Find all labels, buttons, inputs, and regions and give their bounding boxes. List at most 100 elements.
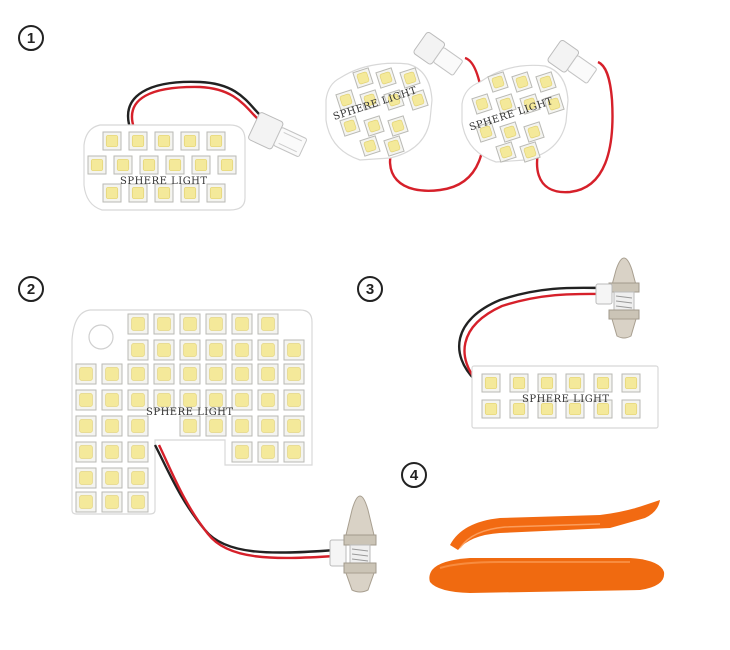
smd-led (383, 89, 405, 111)
item-number-1: 1 (18, 25, 44, 51)
smd-led (205, 389, 227, 411)
smd-led (257, 441, 279, 463)
smd-led (153, 313, 175, 335)
led-board-1b: SPHERE LIGHT (325, 62, 433, 161)
smd-led (75, 441, 97, 463)
smd-led (179, 339, 201, 361)
smd-led (257, 339, 279, 361)
smd-led (139, 155, 159, 175)
smd-led (335, 89, 357, 111)
smd-led (481, 373, 501, 393)
smd-led (101, 491, 123, 513)
smd-led (127, 467, 149, 489)
smd-led (399, 67, 421, 89)
smd-led (471, 93, 493, 115)
smd-led (352, 67, 374, 89)
smd-led (191, 155, 211, 175)
smd-led (153, 363, 175, 385)
smd-led (179, 389, 201, 411)
item-number-4: 4 (401, 462, 427, 488)
smd-led (537, 373, 557, 393)
smd-led (127, 491, 149, 513)
smd-led (101, 389, 123, 411)
smd-led (359, 135, 381, 157)
smd-led (257, 363, 279, 385)
smd-led (101, 415, 123, 437)
smd-led (283, 415, 305, 437)
smd-led (153, 339, 175, 361)
item-number-3: 3 (357, 276, 383, 302)
smd-led (283, 339, 305, 361)
smd-led (153, 389, 175, 411)
brand-label-1a: SPHERE LIGHT (120, 176, 208, 187)
smd-led (165, 155, 185, 175)
item-1-led-set: SPHERE LIGHT SPHERE LIGHT (83, 31, 614, 211)
led-board-1a: SPHERE LIGHT (83, 124, 246, 211)
smd-led (205, 415, 227, 437)
smd-led (257, 389, 279, 411)
smd-led (205, 313, 227, 335)
item-3-led-set: SPHERE LIGHT (457, 257, 659, 429)
smd-led (495, 93, 517, 115)
smd-led (217, 155, 237, 175)
smd-led (523, 121, 545, 143)
smd-led (127, 415, 149, 437)
brand-label-2: SPHERE LIGHT (146, 407, 234, 418)
smd-led (231, 313, 253, 335)
smd-led (180, 183, 200, 203)
smd-led (127, 441, 149, 463)
smd-led (359, 89, 381, 111)
wedge-socket-a (248, 112, 307, 157)
smd-led (283, 363, 305, 385)
mounting-hole (88, 324, 114, 350)
smd-led (154, 131, 174, 151)
led-board-3: SPHERE LIGHT (471, 365, 659, 429)
smd-led (102, 131, 122, 151)
smd-led (206, 183, 226, 203)
smd-led (128, 183, 148, 203)
smd-led (387, 115, 409, 137)
item-number-2: 2 (18, 276, 44, 302)
smd-led (154, 183, 174, 203)
smd-led (101, 363, 123, 385)
smd-led (509, 373, 529, 393)
smd-led (75, 363, 97, 385)
smd-led (231, 441, 253, 463)
smd-led (475, 121, 497, 143)
brand-label-3: SPHERE LIGHT (522, 394, 610, 405)
smd-led (113, 155, 133, 175)
smd-led (231, 339, 253, 361)
smd-led (535, 71, 557, 93)
smd-led (127, 313, 149, 335)
led-board-1c: SPHERE LIGHT (461, 64, 569, 163)
smd-led (537, 399, 557, 419)
smd-led (495, 141, 517, 163)
smd-led (128, 131, 148, 151)
smd-led (75, 415, 97, 437)
smd-led (75, 389, 97, 411)
smd-led (231, 363, 253, 385)
smd-led (363, 115, 385, 137)
smd-led (487, 71, 509, 93)
smd-led (179, 415, 201, 437)
smd-led (565, 373, 585, 393)
smd-led (205, 339, 227, 361)
smd-led (565, 399, 585, 419)
smd-led (231, 389, 253, 411)
smd-led (339, 115, 361, 137)
smd-led (257, 415, 279, 437)
smd-led (206, 131, 226, 151)
smd-led (593, 399, 613, 419)
smd-led (519, 141, 541, 163)
smd-led (283, 389, 305, 411)
festoon-bulb-2 (329, 495, 377, 593)
smd-led (283, 441, 305, 463)
smd-led (511, 71, 533, 93)
smd-led (231, 415, 253, 437)
smd-led (407, 89, 429, 111)
smd-led (127, 389, 149, 411)
smd-led (127, 363, 149, 385)
smd-led (205, 363, 227, 385)
